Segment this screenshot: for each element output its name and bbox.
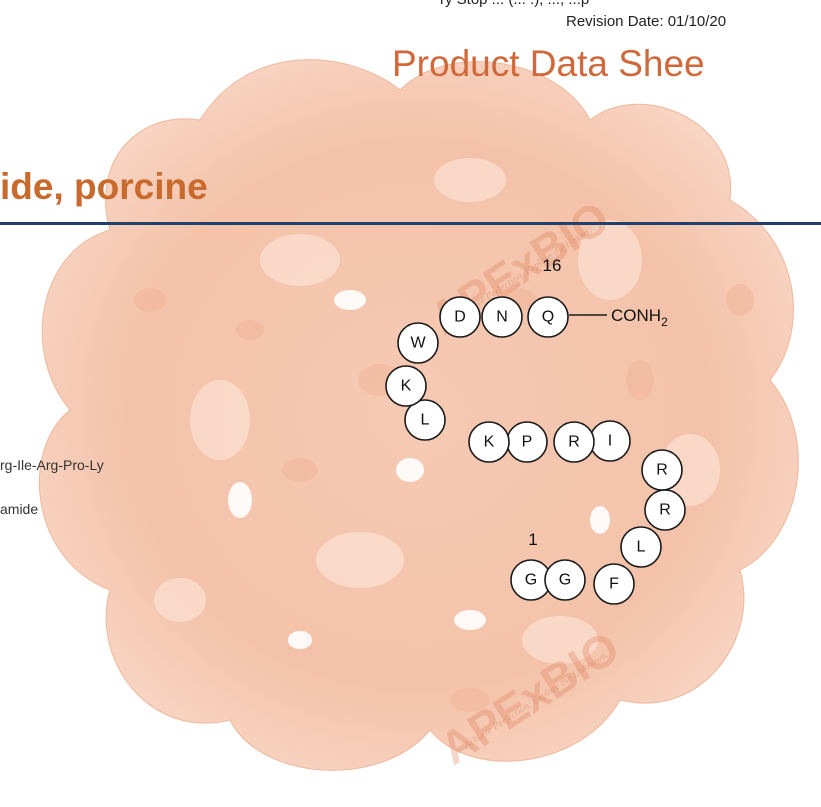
residue-circle xyxy=(593,563,635,605)
residue-label: F xyxy=(609,576,619,593)
residue-label: W xyxy=(410,335,426,352)
residue-circle xyxy=(553,421,595,463)
c-terminus-text: CONH xyxy=(611,306,661,325)
residue-14: D xyxy=(439,296,481,338)
residue-label: D xyxy=(454,309,466,326)
residue-label: R xyxy=(568,434,580,451)
residue-6: R xyxy=(641,449,683,491)
residue-circle xyxy=(439,296,481,338)
residue-number-end: 16 xyxy=(543,256,562,275)
residue-label: N xyxy=(496,309,508,326)
residue-9: P xyxy=(506,421,548,463)
residue-8: R xyxy=(553,421,595,463)
residue-16: Q xyxy=(527,296,569,338)
residue-circle xyxy=(468,421,510,463)
residue-1: G xyxy=(510,559,552,601)
document-title: Product Data Shee xyxy=(392,43,705,84)
residue-12: K xyxy=(385,365,427,407)
residue-circle xyxy=(544,559,586,601)
residue-label: L xyxy=(421,412,430,429)
residue-circle xyxy=(397,322,439,364)
residue-label: R xyxy=(659,502,671,519)
residue-number-start: 1 xyxy=(528,530,537,549)
residue-11: L xyxy=(404,399,446,441)
revision-date: Revision Date: 01/10/20 xyxy=(566,13,727,30)
residue-circle xyxy=(385,365,427,407)
residue-label: P xyxy=(522,434,533,451)
residue-label: G xyxy=(559,572,571,589)
residue-7: I xyxy=(589,420,631,462)
residue-label: G xyxy=(525,572,537,589)
residue-2: G xyxy=(544,559,586,601)
residue-label: K xyxy=(484,434,495,451)
residue-label: R xyxy=(656,462,668,479)
residue-5: R xyxy=(644,489,686,531)
header-top-text: ry Stop ... (... .), ..., ...p xyxy=(440,0,821,8)
residue-circle xyxy=(404,399,446,441)
residue-label: I xyxy=(608,433,612,450)
residue-label: L xyxy=(637,539,646,556)
c-terminus-label: CONH2 xyxy=(611,306,668,329)
residue-4: L xyxy=(620,526,662,568)
residue-15: N xyxy=(481,296,523,338)
residue-label: Q xyxy=(542,309,554,326)
residue-circle xyxy=(481,296,523,338)
c-terminus-subscript: 2 xyxy=(661,315,668,329)
title-divider xyxy=(0,222,821,225)
residue-label: K xyxy=(401,378,412,395)
sequence-text-line: rg-Ile-Arg-Pro-Ly xyxy=(0,457,104,473)
residue-circle xyxy=(641,449,683,491)
product-name: ide, porcine xyxy=(0,166,208,207)
residue-13: W xyxy=(397,322,439,364)
residue-circle xyxy=(527,296,569,338)
sequence-text-line: amide xyxy=(0,501,39,517)
residue-10: K xyxy=(468,421,510,463)
residue-3: F xyxy=(593,563,635,605)
residue-circle xyxy=(620,526,662,568)
